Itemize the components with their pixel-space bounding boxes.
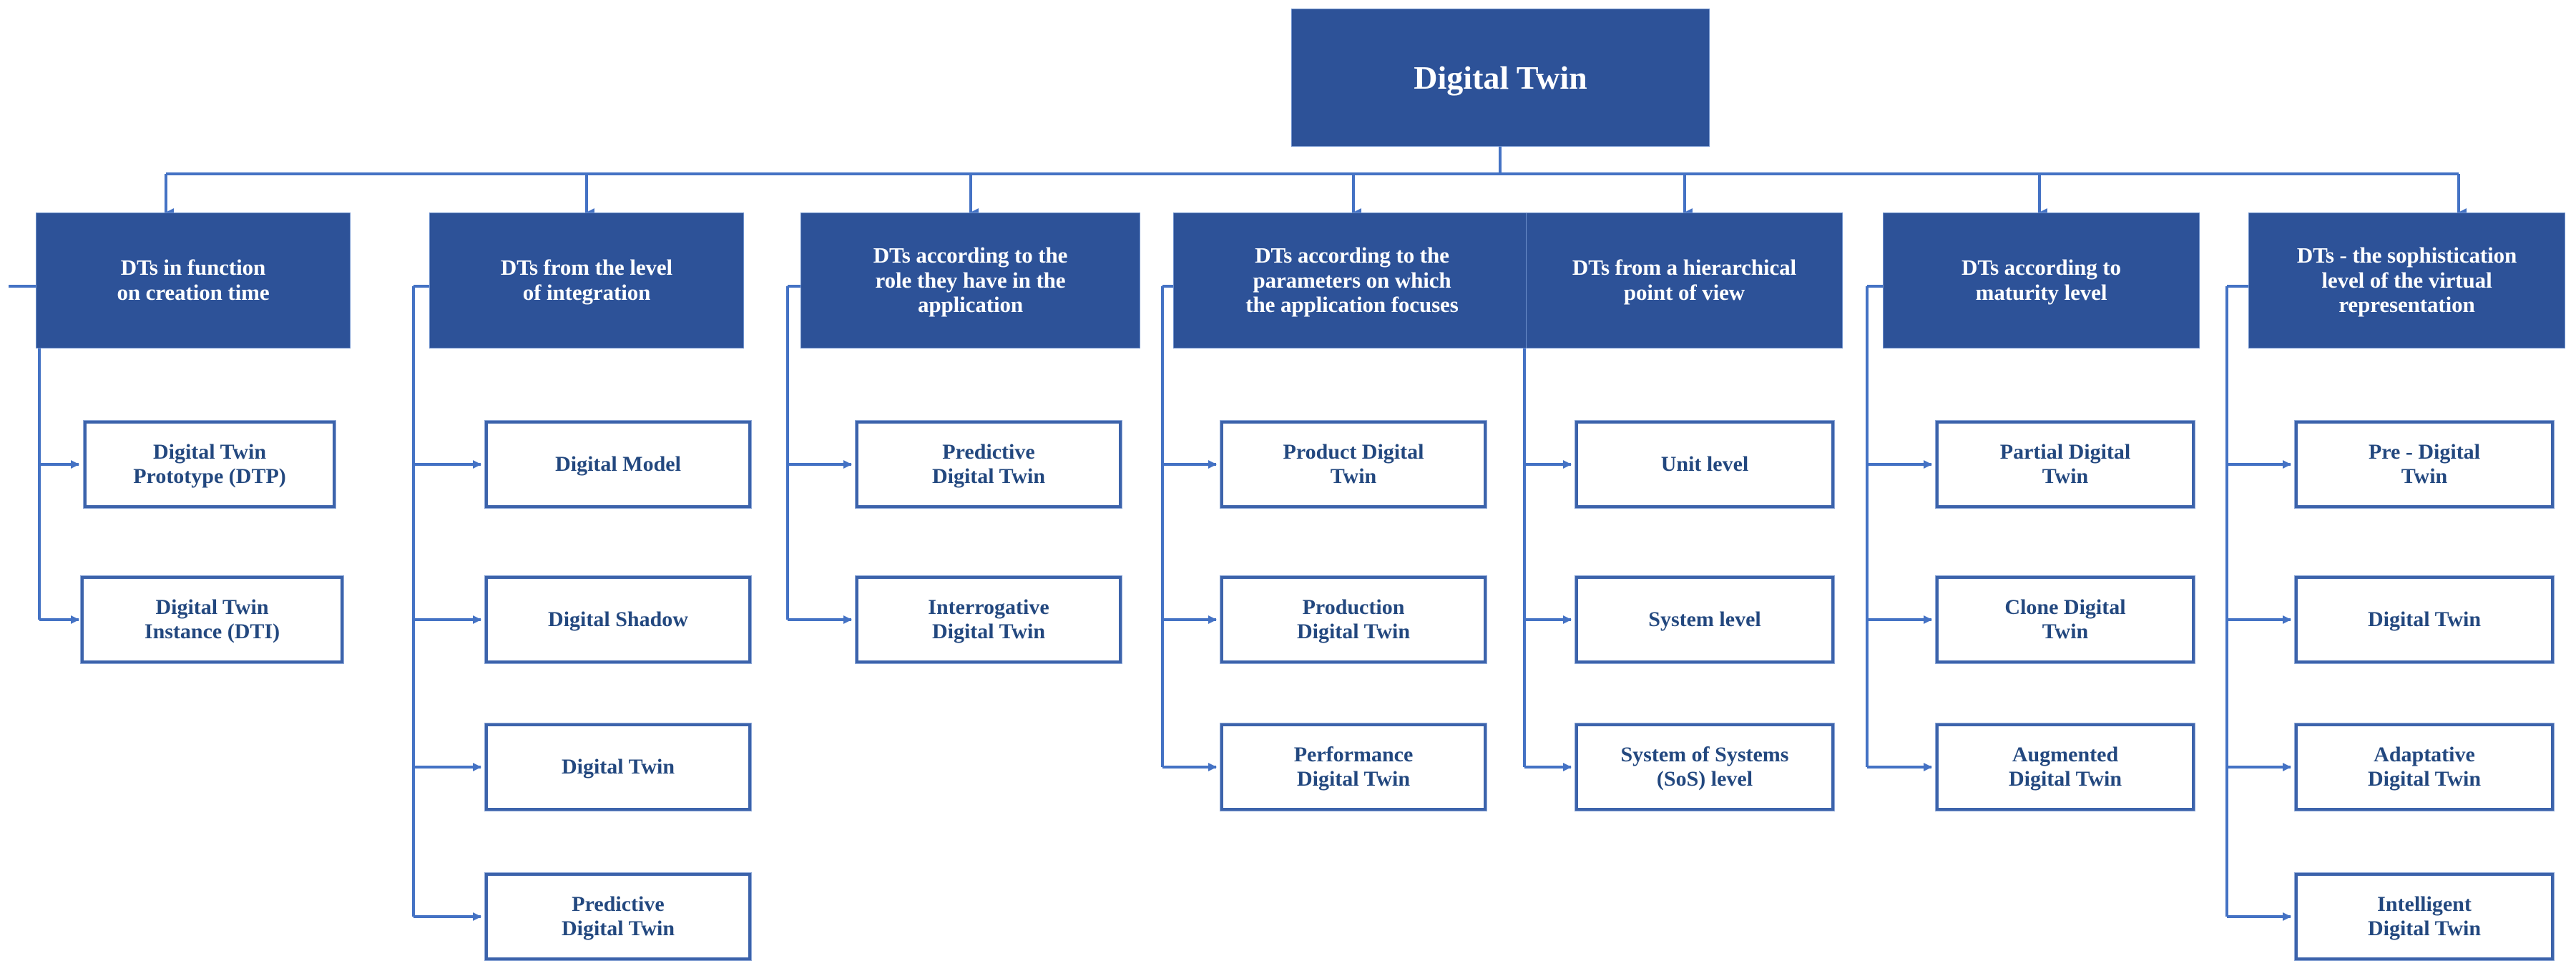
category-header-level-of-integration[interactable]: DTs from the level of integration [429, 213, 744, 348]
leaf-node-label: Partial Digital Twin [1999, 440, 2131, 488]
leaf-node-label: Digital Twin Prototype (DTP) [133, 440, 286, 488]
category-header-hierarchical-point-of-view[interactable]: DTs from a hierarchical point of view [1526, 213, 1843, 348]
leaf-node-label: Predictive Digital Twin [931, 440, 1046, 488]
leaf-node-label: Digital Shadow [548, 608, 688, 632]
category-header-maturity-level[interactable]: DTs according to maturity level [1883, 213, 2200, 348]
category-header-label: DTs according to the parameters on which… [1245, 242, 1459, 318]
leaf-node[interactable]: Augmented Digital Twin [1936, 723, 2195, 811]
leaf-node-label: System level [1648, 608, 1761, 632]
leaf-node-label: Digital Model [555, 452, 681, 477]
leaf-node[interactable]: Digital Twin [2295, 576, 2554, 663]
category-header-label: DTs from a hierarchical point of view [1572, 255, 1797, 305]
leaf-node[interactable]: Interrogative Digital Twin [856, 576, 1122, 663]
leaf-node-label: Intelligent Digital Twin [2367, 892, 2482, 940]
leaf-node-label: Unit level [1660, 452, 1749, 477]
leaf-node[interactable]: Pre - Digital Twin [2295, 421, 2554, 508]
leaf-node[interactable]: System of Systems (SoS) level [1575, 723, 1834, 811]
leaf-node-label: Clone Digital Twin [2004, 595, 2126, 643]
leaf-node[interactable]: Digital Twin Prototype (DTP) [84, 421, 336, 508]
leaf-node[interactable]: Clone Digital Twin [1936, 576, 2195, 663]
leaf-node[interactable]: Digital Model [485, 421, 751, 508]
leaf-node[interactable]: Predictive Digital Twin [485, 873, 751, 960]
leaf-node-label: Adaptative Digital Twin [2367, 743, 2482, 791]
category-header-sophistication-level[interactable]: DTs - the sophistication level of the vi… [2248, 213, 2565, 348]
leaf-node[interactable]: Adaptative Digital Twin [2295, 723, 2554, 811]
leaf-node-label: Product Digital Twin [1283, 440, 1424, 488]
category-header-application-parameters[interactable]: DTs according to the parameters on which… [1173, 213, 1531, 348]
category-header-label: DTs - the sophistication level of the vi… [2296, 242, 2517, 318]
leaf-node[interactable]: Digital Shadow [485, 576, 751, 663]
category-header-label: DTs according to the role they have in t… [873, 242, 1068, 318]
category-header-label: DTs from the level of integration [500, 255, 673, 305]
leaf-node[interactable]: Production Digital Twin [1220, 576, 1487, 663]
leaf-node[interactable]: Product Digital Twin [1220, 421, 1487, 508]
leaf-node-label: Augmented Digital Twin [2008, 743, 2122, 791]
category-header-label: DTs in function on creation time [117, 255, 270, 305]
leaf-node[interactable]: Predictive Digital Twin [856, 421, 1122, 508]
leaf-node-label: Digital Twin [561, 755, 675, 779]
category-header-creation-time[interactable]: DTs in function on creation time [36, 213, 351, 348]
leaf-node[interactable]: Partial Digital Twin [1936, 421, 2195, 508]
leaf-node-label: Performance Digital Twin [1293, 743, 1414, 791]
leaf-node[interactable]: Digital Twin [485, 723, 751, 811]
category-header-label: DTs according to maturity level [1962, 255, 2121, 305]
leaf-node-label: Production Digital Twin [1296, 595, 1411, 643]
leaf-node-label: Interrogative Digital Twin [928, 595, 1049, 643]
leaf-node-label: System of Systems (SoS) level [1620, 743, 1789, 791]
category-header-role-in-application[interactable]: DTs according to the role they have in t… [800, 213, 1140, 348]
root-node-label: Digital Twin [1414, 59, 1587, 96]
leaf-node[interactable]: Unit level [1575, 421, 1834, 508]
root-node-digital-twin[interactable]: Digital Twin [1291, 9, 1710, 147]
leaf-node-label: Predictive Digital Twin [561, 892, 675, 940]
leaf-node-label: Digital Twin Instance (DTI) [144, 595, 280, 643]
leaf-node[interactable]: Digital Twin Instance (DTI) [81, 576, 343, 663]
leaf-node-label: Digital Twin [2367, 608, 2482, 632]
leaf-node[interactable]: Performance Digital Twin [1220, 723, 1487, 811]
leaf-node[interactable]: System level [1575, 576, 1834, 663]
leaf-node[interactable]: Intelligent Digital Twin [2295, 873, 2554, 960]
leaf-node-label: Pre - Digital Twin [2368, 440, 2481, 488]
